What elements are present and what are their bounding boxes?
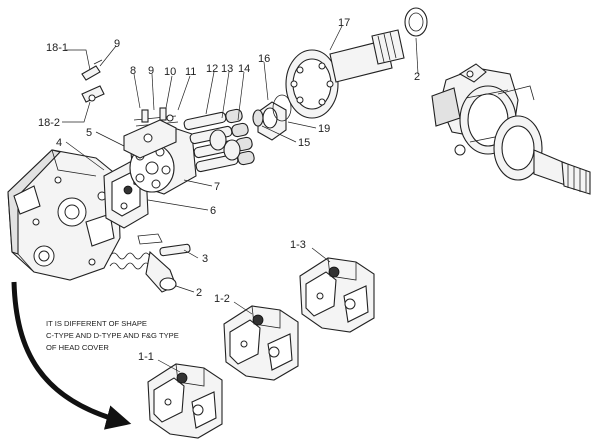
label-14: 14 — [238, 63, 250, 75]
note-line-2: C-TYPE AND D-TYPE AND F&G TYPE — [46, 331, 179, 340]
piston-assembly — [183, 108, 255, 173]
label-12: 12 — [206, 63, 218, 75]
label-6: 6 — [210, 205, 216, 217]
label-11: 11 — [185, 66, 196, 78]
retainer-plate — [123, 119, 177, 159]
label-18-2: 18-2 — [38, 117, 60, 129]
label-17: 17 — [338, 17, 350, 29]
label-8: 8 — [130, 65, 136, 77]
label-9-top: 9 — [114, 38, 120, 50]
note-line-1: IT IS DIFFERENT OF SHAPE — [46, 319, 147, 328]
head-cover-1-3 — [299, 257, 375, 333]
parts-18 — [81, 59, 105, 103]
pin-part-3 — [137, 233, 191, 257]
label-18-1: 18-1 — [46, 42, 68, 54]
note-line-3: OF HEAD COVER — [46, 343, 109, 352]
label-10: 10 — [164, 66, 176, 78]
label-3: 3 — [202, 253, 208, 265]
label-1-2: 1-2 — [214, 293, 230, 305]
label-1-3: 1-3 — [290, 239, 306, 251]
leader-lines — [62, 25, 419, 373]
label-2-bottom: 2 — [196, 287, 202, 299]
head-cover-note: IT IS DIFFERENT OF SHAPE C-TYPE AND D-TY… — [46, 319, 179, 352]
head-cover-1-1 — [147, 363, 223, 439]
assembled-pump — [431, 63, 591, 195]
part-labels: 18-1 9 18-2 8 9 10 11 12 13 14 16 17 2 1… — [38, 17, 420, 363]
label-4: 4 — [56, 137, 62, 149]
label-13: 13 — [221, 63, 233, 75]
label-1-1: 1-1 — [138, 351, 154, 363]
label-5: 5 — [86, 127, 92, 139]
label-15: 15 — [298, 137, 310, 149]
shaft-bearing-group — [252, 7, 428, 141]
pin-spring-set — [133, 107, 179, 127]
head-cover-housing — [7, 149, 121, 281]
spring-part-2-lower — [109, 250, 177, 293]
label-2-top: 2 — [414, 71, 420, 83]
label-9: 9 — [148, 65, 154, 77]
label-16: 16 — [258, 53, 270, 65]
direction-arrow — [11, 281, 132, 430]
label-7: 7 — [214, 181, 220, 193]
label-19: 19 — [318, 123, 330, 135]
head-cover-1-2 — [223, 305, 299, 381]
